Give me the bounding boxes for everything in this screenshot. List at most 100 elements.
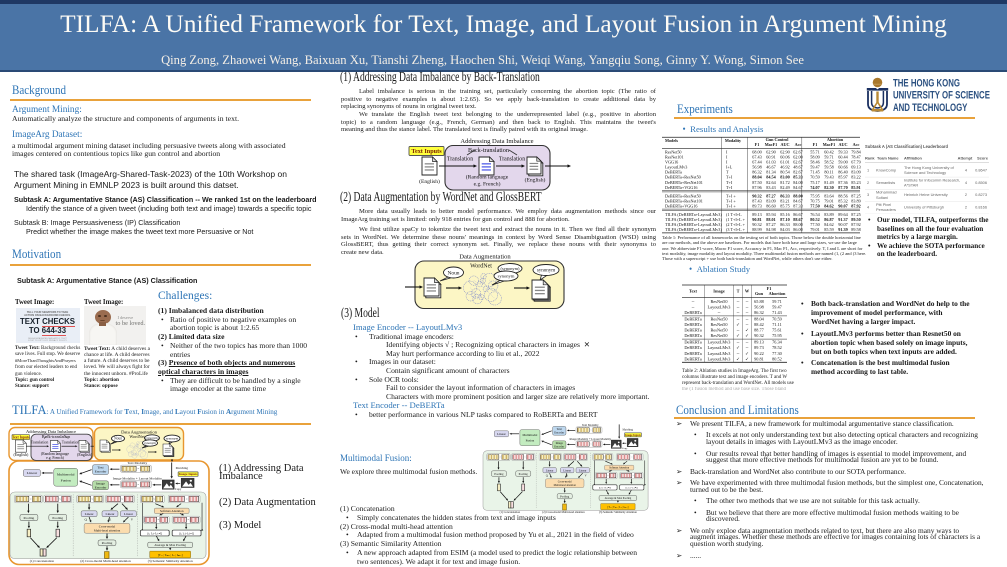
svg-text:--: -- bbox=[746, 316, 749, 321]
svg-text:Modality: Modality bbox=[725, 138, 742, 143]
svg-text:ResNet50: ResNet50 bbox=[711, 333, 728, 338]
svg-text:87.33: 87.33 bbox=[793, 203, 802, 208]
svg-text:e.g. French): e.g. French) bbox=[46, 456, 64, 460]
svg-text:AUC: AUC bbox=[838, 142, 847, 147]
svg-text:48.67: 48.67 bbox=[793, 165, 802, 170]
svg-text:79.01: 79.01 bbox=[824, 198, 833, 203]
svg-text:85.16: 85.16 bbox=[780, 212, 789, 217]
svg-text:69.13: 69.13 bbox=[851, 165, 860, 170]
svg-text:87.92: 87.92 bbox=[851, 203, 860, 208]
svg-text:--: -- bbox=[737, 310, 740, 315]
svg-text:65.88: 65.88 bbox=[754, 299, 764, 304]
svg-text:82.67: 82.67 bbox=[793, 170, 802, 175]
svg-text:84.54: 84.54 bbox=[766, 175, 776, 180]
svg-text:Data Augmentation: Data Augmentation bbox=[459, 254, 511, 261]
svg-text:89.50: 89.50 bbox=[851, 217, 860, 222]
svg-text:59.71: 59.71 bbox=[772, 299, 782, 304]
svg-text:I: I bbox=[726, 160, 728, 165]
svg-text:DeBERTa: DeBERTa bbox=[684, 345, 701, 350]
svg-text:88.56: 88.56 bbox=[838, 193, 847, 198]
svg-text:ResNet50: ResNet50 bbox=[711, 328, 728, 333]
svg-text:59.58: 59.58 bbox=[824, 165, 833, 170]
svg-text:84.00: 84.00 bbox=[793, 180, 802, 185]
svg-text:synonym: synonym bbox=[537, 269, 555, 274]
svg-text:Mohammad: Mohammad bbox=[876, 190, 897, 195]
svg-text:W: W bbox=[745, 289, 750, 294]
svg-text:79.84: 79.84 bbox=[851, 149, 861, 154]
svg-text:Attempt: Attempt bbox=[958, 156, 973, 161]
svg-text:86.32: 86.32 bbox=[754, 310, 764, 315]
svg-text:DeBERTa: DeBERTa bbox=[684, 333, 701, 338]
svg-text:VGG16: VGG16 bbox=[665, 160, 678, 165]
svg-text:81.72: 81.72 bbox=[780, 180, 789, 185]
svg-text:83.64: 83.64 bbox=[824, 193, 834, 198]
svg-text:Institute for Infocomm Researc: Institute for Infocomm Research, bbox=[904, 177, 960, 182]
svg-text:LayoutLMv3: LayoutLMv3 bbox=[708, 340, 731, 345]
svg-text:89.73: 89.73 bbox=[752, 203, 761, 208]
svg-text:85.33: 85.33 bbox=[793, 175, 802, 180]
svg-text:4: 4 bbox=[965, 180, 968, 185]
svg-text:F1: F1 bbox=[755, 142, 760, 147]
svg-text:Subtask A (AS Classification): Subtask A (AS Classification) Leaderboar… bbox=[865, 144, 948, 149]
svg-text:UNIVERSITY OF SCIENCE: UNIVERSITY OF SCIENCE bbox=[893, 90, 990, 101]
svg-text:76.34: 76.34 bbox=[772, 340, 783, 345]
svg-text:TILFA (DeBERTa+LayoutLMv3): TILFA (DeBERTa+LayoutLMv3) bbox=[665, 227, 722, 232]
svg-text:70.59: 70.59 bbox=[772, 316, 782, 321]
svg-text:Gun Control: Gun Control bbox=[766, 137, 790, 142]
svg-text:86.00: 86.00 bbox=[793, 227, 802, 232]
svg-text:AUC: AUC bbox=[780, 142, 789, 147]
svg-text:Addressing Data Imbalance: Addressing Data Imbalance bbox=[460, 138, 533, 145]
svg-text:✓: ✓ bbox=[745, 351, 749, 356]
svg-text:85.59: 85.59 bbox=[824, 227, 833, 232]
svg-text:(1 T+I+L: (1 T+I+L bbox=[726, 212, 742, 217]
svg-text:88.01: 88.01 bbox=[766, 217, 775, 222]
svg-text:83.43: 83.43 bbox=[766, 185, 775, 190]
svg-text:Translation: Translation bbox=[31, 441, 49, 445]
svg-text:Semantists: Semantists bbox=[876, 180, 895, 185]
svg-text:67.44: 67.44 bbox=[752, 160, 762, 165]
svg-text:ResNet50: ResNet50 bbox=[711, 316, 728, 321]
svg-text:Pitt Pixel: Pitt Pixel bbox=[876, 202, 891, 207]
svg-text:0.8166: 0.8166 bbox=[975, 205, 987, 210]
svg-text:88.04: 88.04 bbox=[752, 175, 762, 180]
svg-text:T+I: T+I bbox=[726, 185, 733, 190]
svg-text:Translation: Translation bbox=[62, 441, 80, 445]
svg-text:Abortion: Abortion bbox=[827, 137, 844, 142]
svg-text:61.03: 61.03 bbox=[766, 160, 775, 165]
svg-text:2: 2 bbox=[965, 205, 967, 210]
svg-text:75.17: 75.17 bbox=[810, 180, 819, 185]
svg-text:86.87: 86.87 bbox=[824, 217, 833, 222]
svg-text:DeBERTa+VGG16: DeBERTa+VGG16 bbox=[665, 185, 698, 190]
svg-text:80.54: 80.54 bbox=[780, 170, 790, 175]
svg-text:DeBERTa: DeBERTa bbox=[684, 340, 701, 345]
svg-text:85.97: 85.97 bbox=[838, 175, 847, 180]
svg-text:Rank: Rank bbox=[865, 156, 875, 161]
svg-text:62.67: 62.67 bbox=[793, 149, 802, 154]
svg-text:84.67: 84.67 bbox=[793, 198, 802, 203]
svg-text:77.50: 77.50 bbox=[810, 203, 819, 208]
svg-text:90.32: 90.32 bbox=[752, 222, 761, 227]
svg-text:77.50: 77.50 bbox=[810, 222, 819, 227]
svg-text:--: -- bbox=[718, 310, 721, 315]
svg-text:62.67: 62.67 bbox=[793, 160, 802, 165]
svg-text:DeBERTa: DeBERTa bbox=[684, 328, 701, 333]
svg-text:87.43: 87.43 bbox=[752, 198, 761, 203]
svg-text:2: 2 bbox=[965, 192, 967, 197]
svg-text:86.33: 86.33 bbox=[780, 193, 789, 198]
svg-text:86.60: 86.60 bbox=[766, 203, 775, 208]
svg-text:77.30: 77.30 bbox=[772, 351, 782, 356]
svg-text:--: -- bbox=[692, 304, 695, 309]
svg-text:86.32: 86.32 bbox=[752, 170, 761, 175]
svg-text:--: -- bbox=[737, 299, 740, 304]
svg-text:71.43: 71.43 bbox=[772, 310, 782, 315]
svg-text:LayoutLMv3: LayoutLMv3 bbox=[708, 345, 731, 350]
svg-text:--: -- bbox=[746, 345, 749, 350]
svg-text:Acc: Acc bbox=[853, 142, 860, 147]
svg-text:(Random language: (Random language bbox=[41, 452, 69, 456]
svg-text:85.94: 85.94 bbox=[766, 212, 776, 217]
svg-text:87.27: 87.27 bbox=[766, 193, 775, 198]
svg-text:81.34: 81.34 bbox=[766, 170, 776, 175]
svg-text:✓: ✓ bbox=[736, 345, 740, 350]
svg-text:86.67: 86.67 bbox=[793, 212, 802, 217]
svg-text:KnowComp: KnowComp bbox=[876, 168, 896, 173]
